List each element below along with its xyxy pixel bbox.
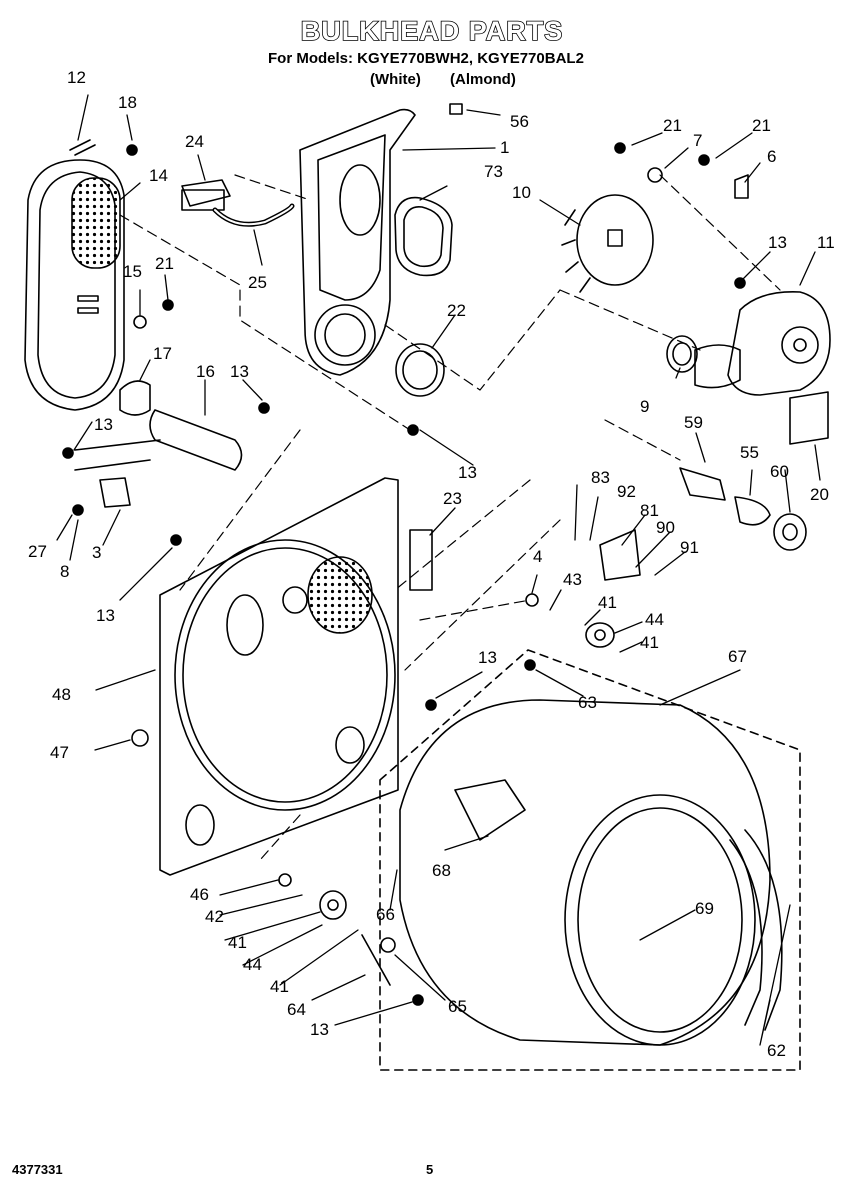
callout-label: 67 — [728, 647, 747, 666]
dryer-drum — [399, 699, 783, 1046]
page-number: 5 — [426, 1162, 434, 1177]
callout-label: 42 — [205, 907, 224, 926]
callout-label: 13 — [94, 415, 113, 434]
callout-label: 73 — [484, 162, 503, 181]
callout-label: 41 — [228, 933, 247, 952]
callout-label: 13 — [230, 362, 249, 381]
callout-label: 81 — [640, 501, 659, 520]
callout-label: 21 — [663, 116, 682, 135]
callout-label: 10 — [512, 183, 531, 202]
callout-label: 41 — [270, 977, 289, 996]
callout-label: 23 — [443, 489, 462, 508]
page-title: BULKHEAD PARTS — [300, 15, 564, 47]
callout-label: 65 — [448, 997, 467, 1016]
callout-label: 90 — [656, 518, 675, 537]
callout-label: 17 — [153, 344, 172, 363]
callout-label: 41 — [598, 593, 617, 612]
callout-label: 1 — [500, 138, 509, 157]
callout-label: 46 — [190, 885, 209, 904]
callout-label: 22 — [447, 301, 466, 320]
callout-label: 9 — [640, 397, 649, 416]
callout-label: 14 — [149, 166, 168, 185]
callout-label: 12 — [67, 68, 86, 87]
callout-label: 3 — [92, 543, 101, 562]
callout-label: 13 — [478, 648, 497, 667]
callout-label: 18 — [118, 93, 137, 112]
callout-label: 69 — [695, 899, 714, 918]
callout-label: 48 — [52, 685, 71, 704]
callout-label: 24 — [185, 132, 204, 151]
color-almond-label: (Almond) — [450, 71, 516, 88]
lint-filter-housing — [24, 159, 125, 411]
callout-label: 4 — [533, 547, 542, 566]
thermal-fuse-assembly — [181, 179, 295, 227]
callout-label: 15 — [123, 262, 142, 281]
callout-label: 13 — [458, 463, 477, 482]
callout-label: 47 — [50, 743, 69, 762]
callout-label: 21 — [752, 116, 771, 135]
callout-label: 43 — [563, 570, 582, 589]
blower-housing — [694, 291, 831, 396]
callout-label: 63 — [578, 693, 597, 712]
callout-label: 13 — [310, 1020, 329, 1039]
part-number: 4377331 — [12, 1162, 63, 1177]
callout-label: 6 — [767, 147, 776, 166]
rear-duct — [299, 108, 416, 376]
blower-wheel — [561, 194, 654, 293]
callout-label: 44 — [645, 610, 664, 629]
callout-label: 41 — [640, 633, 659, 652]
callout-label: 13 — [768, 233, 787, 252]
callout-label: 62 — [767, 1041, 786, 1060]
callout-label: 11 — [817, 233, 835, 252]
callout-label: 64 — [287, 1000, 306, 1019]
callout-label: 83 — [591, 468, 610, 487]
callout-label: 55 — [740, 443, 759, 462]
callout-label: 91 — [680, 538, 699, 557]
callout-label: 92 — [617, 482, 636, 501]
callout-label: 21 — [155, 254, 174, 273]
callout-label: 13 — [96, 606, 115, 625]
callout-label: 66 — [376, 905, 395, 924]
callout-label: 8 — [60, 562, 69, 581]
callout-label: 25 — [248, 273, 267, 292]
callout-label: 7 — [693, 131, 702, 150]
callout-label: 56 — [510, 112, 529, 131]
callout-label: 20 — [810, 485, 829, 504]
callout-label: 59 — [684, 413, 703, 432]
front-bulkhead — [159, 477, 399, 876]
callout-label: 68 — [432, 861, 451, 880]
callout-label: 27 — [28, 542, 47, 561]
callout-labels: 1 3 4 6 7 8 9 10 11 12 13 13 13 13 13 13… — [28, 68, 835, 1060]
callout-label: 16 — [196, 362, 215, 381]
color-white-label: (White) — [370, 71, 421, 88]
callout-label: 44 — [243, 955, 262, 974]
callout-label: 60 — [770, 462, 789, 481]
